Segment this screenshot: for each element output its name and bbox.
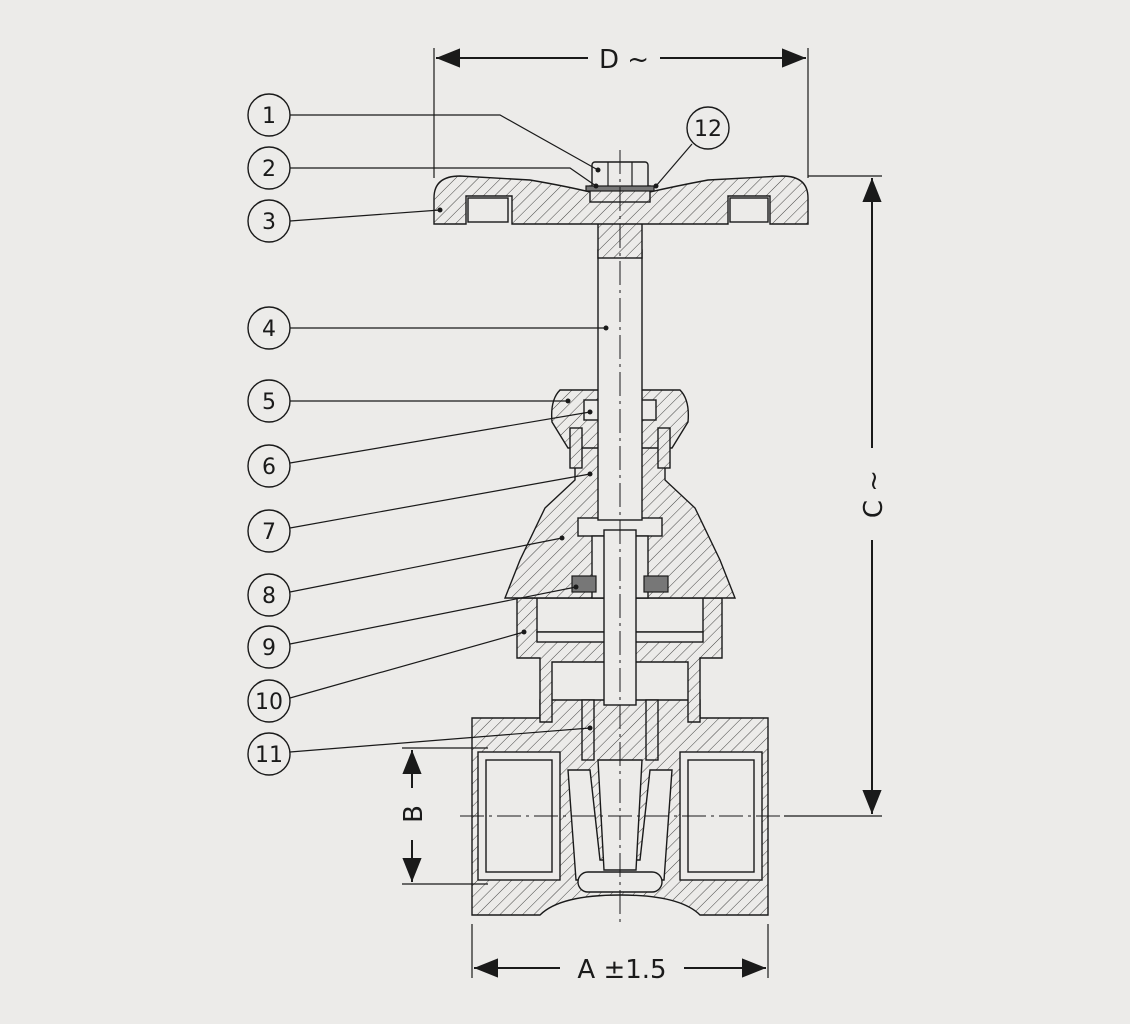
dimension-b-label: B xyxy=(399,805,429,823)
dimension-b: B xyxy=(399,747,488,885)
callout-5-label: 5 xyxy=(262,390,276,415)
center-lines xyxy=(460,150,790,922)
callout-6-label: 6 xyxy=(262,455,276,480)
callout-9: 9 xyxy=(247,584,579,669)
callout-12-label: 12 xyxy=(694,117,722,142)
callout-10: 10 xyxy=(247,629,527,723)
callout-6: 6 xyxy=(247,409,593,488)
callout-3-label: 3 xyxy=(262,210,276,235)
callout-2: 2 xyxy=(247,146,599,190)
dimension-c-label: C ~ xyxy=(859,470,889,518)
callout-1: 1 xyxy=(247,93,601,173)
callout-8: 8 xyxy=(247,535,565,617)
callout-5: 5 xyxy=(247,379,571,423)
callout-2-label: 2 xyxy=(262,157,276,182)
callout-4-label: 4 xyxy=(262,317,276,342)
callout-9-label: 9 xyxy=(262,636,276,661)
callout-3: 3 xyxy=(247,199,443,243)
callout-8-label: 8 xyxy=(262,584,276,609)
dimension-d: D ~ xyxy=(433,45,809,178)
dimension-c: C ~ xyxy=(784,175,889,817)
callout-7-label: 7 xyxy=(262,520,276,545)
dimension-d-label: D ~ xyxy=(599,45,649,75)
dimension-a: A ±1.5 xyxy=(471,924,769,985)
callout-11: 11 xyxy=(247,725,593,776)
callout-4: 4 xyxy=(247,306,609,350)
callout-1-label: 1 xyxy=(262,104,276,129)
callout-12: 12 xyxy=(653,106,730,189)
callout-11-label: 11 xyxy=(255,743,283,768)
callout-7: 7 xyxy=(247,471,593,553)
callout-10-label: 10 xyxy=(255,690,283,715)
dimension-a-label: A ±1.5 xyxy=(577,955,666,985)
